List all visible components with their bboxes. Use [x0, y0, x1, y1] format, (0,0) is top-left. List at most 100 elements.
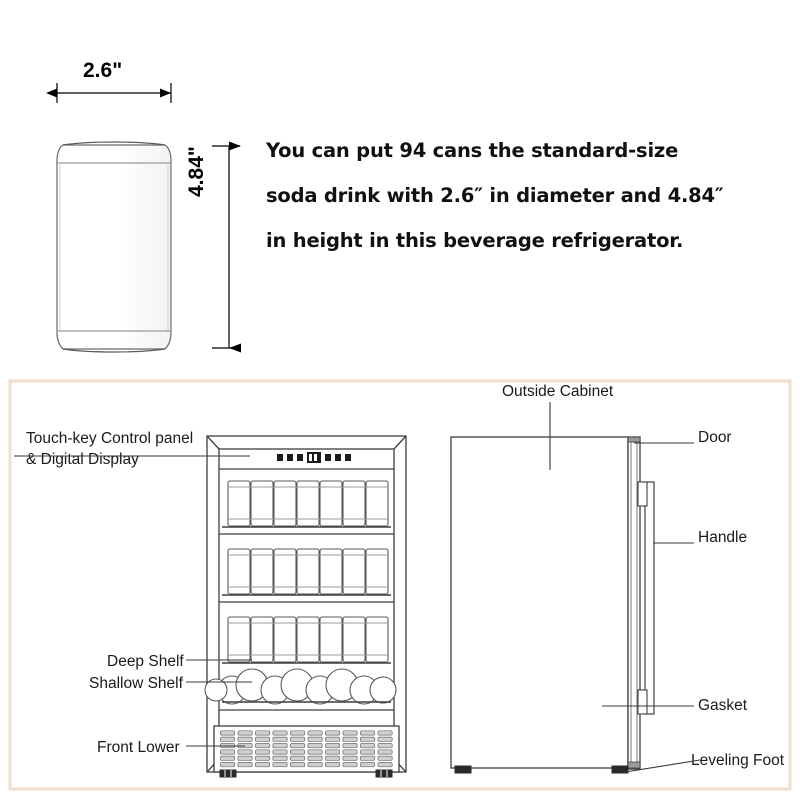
control-button-5[interactable]: [335, 454, 341, 461]
can-dimension-drawing: [46, 83, 241, 353]
grille-slot: [237, 730, 253, 736]
grille-slot: [290, 749, 306, 755]
control-button-3[interactable]: [297, 454, 303, 461]
front-foot-left: [219, 769, 237, 778]
grille-slot: [342, 762, 358, 768]
side-cabinet-body: [450, 436, 629, 769]
grille-slot: [255, 736, 271, 742]
grille-slot: [342, 736, 358, 742]
grille-slot: [307, 730, 323, 736]
grille-slot: [307, 749, 323, 755]
grille-slot: [325, 743, 341, 749]
handle-bracket-bottom: [637, 689, 648, 715]
grille-slot: [255, 755, 271, 761]
grille-slot: [272, 755, 288, 761]
label-control-panel-line1: Touch-key Control panel: [26, 430, 194, 447]
side-door-panel: [627, 436, 641, 770]
label-gasket: Gasket: [698, 697, 748, 714]
grille-slot: [255, 730, 271, 736]
grille-slot: [220, 730, 236, 736]
width-dimension: [46, 83, 172, 103]
grille-slot: [377, 749, 393, 755]
side-view-drawing: [450, 436, 655, 774]
deep-shelf-row-3: [222, 616, 391, 664]
leveling-foot-right: [611, 765, 629, 774]
grille-slot: [377, 736, 393, 742]
door-handle[interactable]: [637, 481, 655, 715]
grille-slot: [360, 730, 376, 736]
grille-slot: [220, 749, 236, 755]
grille-slot: [325, 730, 341, 736]
grille-slot: [360, 749, 376, 755]
can-width-dimension-label: 2.6": [83, 59, 123, 82]
side-view-feet: [454, 765, 629, 774]
grille-slot: [237, 755, 253, 761]
label-front-lower: Front Lower: [97, 739, 180, 756]
label-shallow-shelf: Shallow Shelf: [89, 675, 183, 692]
callout-line-1: You can put 94 cans the standard-size: [266, 139, 679, 162]
grille-slot: [377, 730, 393, 736]
control-button-6[interactable]: [345, 454, 351, 461]
grille-slot: [307, 762, 323, 768]
grille-slot: [307, 743, 323, 749]
callout-line-2: soda drink with 2.6″ in diameter and 4.8…: [266, 184, 724, 207]
grille-slot: [272, 749, 288, 755]
grille-slot: [272, 736, 288, 742]
grille-slot: [237, 736, 253, 742]
front-view-feet: [219, 769, 393, 778]
grille-slot: [342, 730, 358, 736]
grille-slot: [290, 755, 306, 761]
grille-slot: [272, 743, 288, 749]
grille-slot: [377, 755, 393, 761]
grille-slot: [255, 749, 271, 755]
grille-slot: [290, 736, 306, 742]
grille-slot: [255, 762, 271, 768]
grille-slot: [290, 762, 306, 768]
label-handle: Handle: [698, 529, 748, 546]
label-leveling-foot: Leveling Foot: [691, 752, 785, 769]
deep-shelf-row-2: [219, 548, 394, 603]
soda-can-illustration: [56, 141, 172, 353]
label-deep-shelf: Deep Shelf: [107, 653, 184, 670]
leader-leveling-foot: [624, 759, 701, 773]
grille-slot: [272, 762, 288, 768]
grille-slot: [360, 736, 376, 742]
deep-shelf-row-1: [219, 480, 394, 535]
grille-slot: [307, 755, 323, 761]
label-door: Door: [698, 429, 732, 446]
gasket-block: [627, 761, 641, 769]
grille-slot: [342, 755, 358, 761]
grille-slot: [342, 743, 358, 749]
grille-slot: [325, 736, 341, 742]
grille-slot: [220, 762, 236, 768]
label-outside-cabinet: Outside Cabinet: [502, 383, 614, 400]
parts-diagram-panel-border: [8, 379, 792, 791]
grille-slot: [325, 762, 341, 768]
door-top-cap: [627, 436, 641, 443]
grille-slot: [290, 730, 306, 736]
control-button-1[interactable]: [277, 454, 283, 461]
front-foot-right: [375, 769, 393, 778]
leader-lines: [14, 402, 701, 773]
grille-slot: [325, 755, 341, 761]
grille-slot: [342, 749, 358, 755]
grille-slot: [377, 743, 393, 749]
grille-slot: [360, 743, 376, 749]
grille-slot: [220, 755, 236, 761]
grille-slot: [307, 736, 323, 742]
grille-slot: [360, 755, 376, 761]
leveling-foot-left: [454, 765, 472, 774]
grille-slot: [325, 749, 341, 755]
callout-line-3: in height in this beverage refrigerator.: [266, 229, 684, 252]
control-button-2[interactable]: [287, 454, 293, 461]
front-lower-grille: [213, 725, 400, 773]
control-button-4[interactable]: [325, 454, 331, 461]
front-view-drawing: [204, 435, 407, 778]
label-control-panel: Touch-key Control panel & Digital Displa…: [26, 428, 216, 470]
height-dimension: [212, 141, 241, 353]
grille-slot: [290, 743, 306, 749]
grille-slot: [237, 762, 253, 768]
grille-slot: [272, 730, 288, 736]
